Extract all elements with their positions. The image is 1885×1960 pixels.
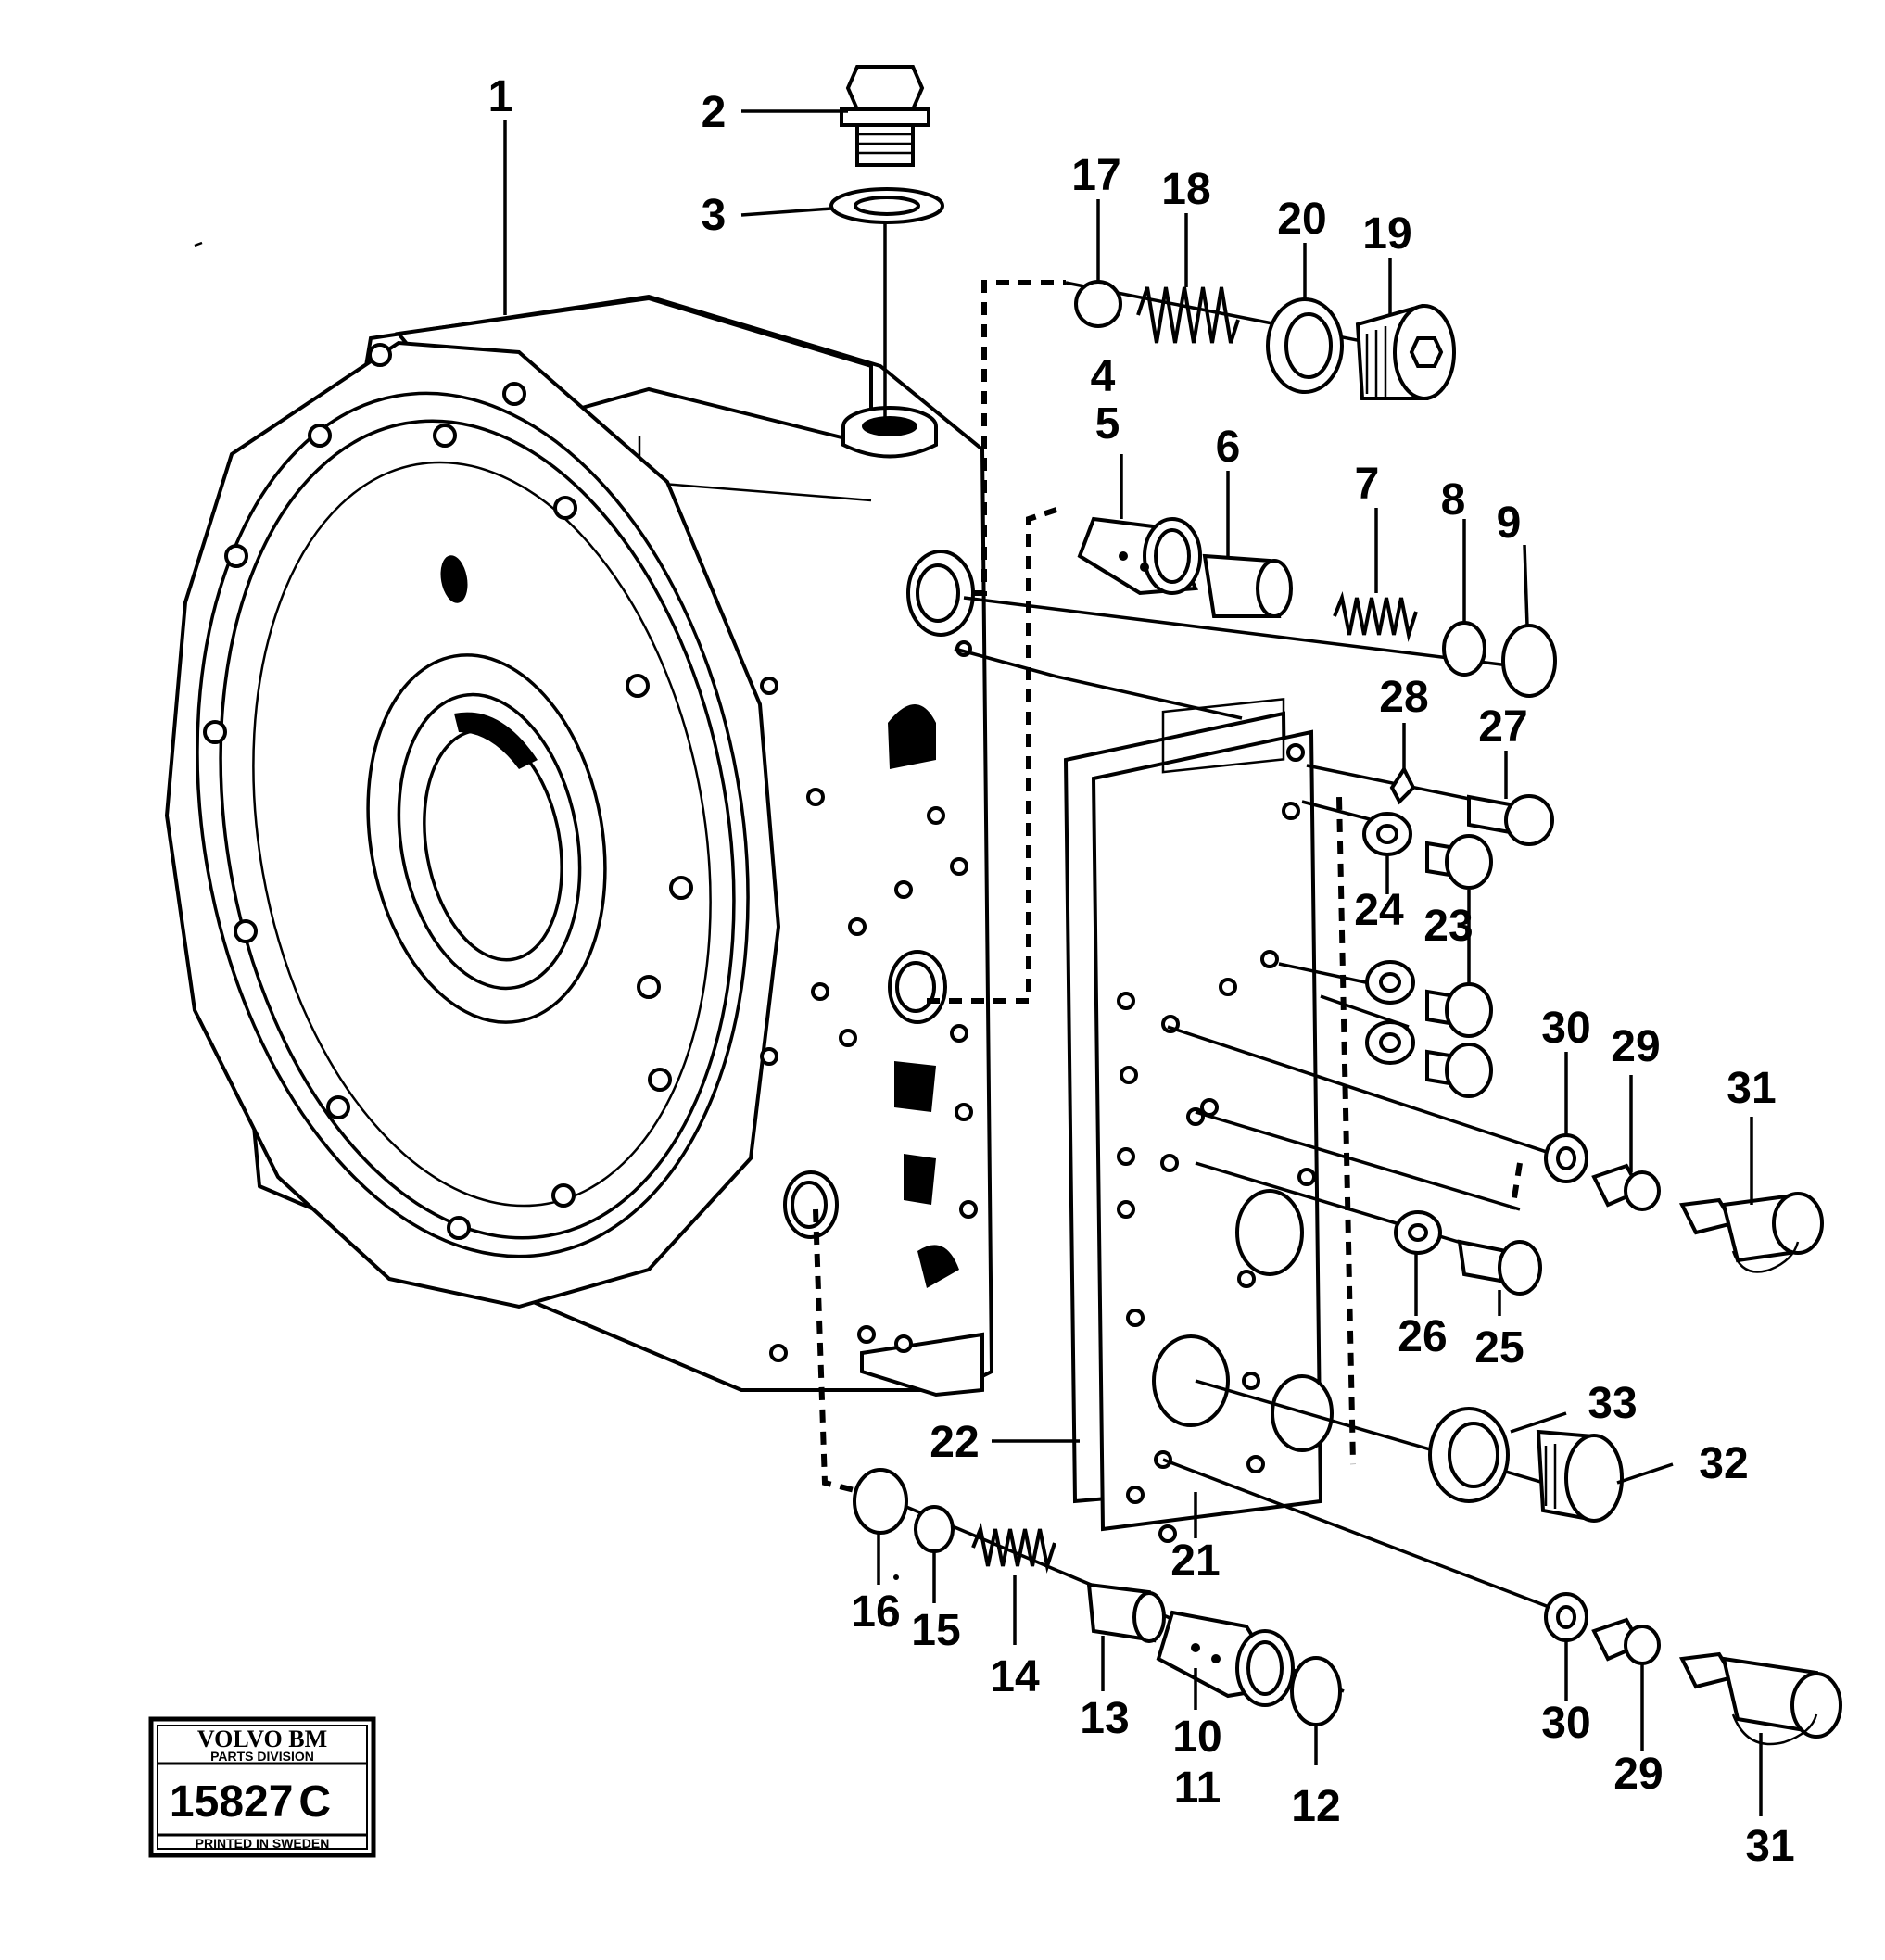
callout-6: 6: [1216, 423, 1241, 472]
leader-lines: [503, 109, 1763, 1816]
piston: [1202, 553, 1293, 618]
test-nipple-lower: [1544, 1592, 1842, 1746]
callout-12: 12: [1291, 1782, 1340, 1831]
threaded-plug: [1355, 303, 1456, 400]
drain-plug: [840, 65, 930, 167]
callout-11: 11: [1174, 1764, 1221, 1813]
callout-14: 14: [990, 1652, 1040, 1701]
stamp-division: PARTS DIVISION: [210, 1749, 314, 1764]
callout-1: 1: [488, 72, 513, 121]
snap-ring: [1501, 624, 1557, 698]
callout-16: 16: [851, 1587, 900, 1637]
spring-cap: [1442, 621, 1486, 677]
callout-28: 28: [1379, 673, 1428, 722]
callout-5: 5: [1095, 399, 1120, 449]
stamp-printed: PRINTED IN SWEDEN: [196, 1836, 330, 1851]
callout-31a: 31: [1727, 1064, 1776, 1113]
callout-33: 33: [1588, 1379, 1637, 1428]
callout-8: 8: [1441, 475, 1466, 525]
flange-bolts: [203, 343, 693, 1240]
callout-7: 7: [1355, 460, 1380, 509]
spring: [1136, 286, 1240, 344]
lock-washer: [1389, 765, 1416, 805]
large-plug: [1428, 1407, 1624, 1523]
callout-29b: 29: [1613, 1750, 1663, 1799]
callout-30a: 30: [1541, 1004, 1590, 1053]
housing-holes: [760, 640, 978, 1362]
callout-26: 26: [1398, 1312, 1447, 1361]
transmission-housing: [164, 294, 994, 1397]
washer: [829, 187, 944, 224]
washer-and-fitting: [1394, 1210, 1542, 1296]
callout-10: 10: [1172, 1713, 1221, 1762]
callout-22: 22: [930, 1418, 979, 1467]
callout-30b: 30: [1541, 1699, 1590, 1748]
callout-27: 27: [1478, 702, 1527, 752]
dashed-paths: [813, 280, 1523, 1495]
callout-29a: 29: [1611, 1022, 1660, 1071]
callout-32: 32: [1699, 1439, 1748, 1488]
test-nipple-upper: [1544, 1133, 1824, 1273]
callout-4: 4: [1091, 352, 1116, 401]
sleeve: [1077, 516, 1202, 596]
cover-plate: [1091, 729, 1323, 1532]
small-parts: [829, 65, 1842, 1746]
lower-valve-set: [853, 1468, 1342, 1726]
callout-2: 2: [702, 88, 727, 137]
callout-21: 21: [1170, 1536, 1220, 1586]
callout-3: 3: [702, 191, 727, 240]
callout-24: 24: [1354, 886, 1404, 935]
washers-and-bolts: [1362, 812, 1493, 1098]
cover-plate-assembly: [1063, 698, 1334, 1543]
callout-13: 13: [1080, 1694, 1129, 1743]
bolt: [1467, 794, 1554, 846]
spring: [1333, 591, 1418, 642]
ball: [1074, 280, 1122, 328]
stamp-brand: VOLVO BM: [197, 1726, 327, 1752]
callout-labels: 1 2 3 4 5 6 7 8 9 10 11 12 13 14 15 16 1…: [488, 72, 1795, 1871]
callout-31b: 31: [1745, 1822, 1794, 1871]
seal-ring: [1266, 297, 1344, 394]
callout-18: 18: [1161, 165, 1210, 214]
callout-9: 9: [1497, 499, 1522, 548]
callout-23: 23: [1423, 902, 1473, 951]
callout-19: 19: [1362, 209, 1411, 259]
callout-15: 15: [911, 1606, 960, 1655]
callout-25: 25: [1474, 1323, 1524, 1372]
callout-20: 20: [1277, 195, 1326, 244]
callout-17: 17: [1071, 151, 1120, 200]
